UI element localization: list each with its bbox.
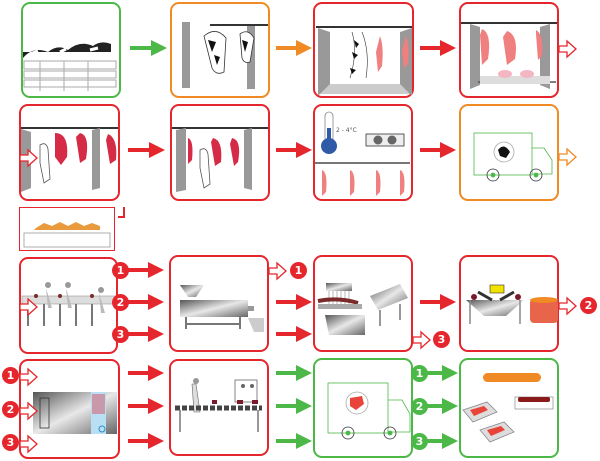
cows-in-pen-icon (23, 42, 117, 91)
step-carcass-splitting (19, 104, 120, 201)
worker-trimming-icon (172, 127, 268, 192)
hide-removal-icon (316, 26, 412, 95)
carcass-offal-icon (461, 22, 557, 89)
truck-cow-icon (473, 132, 553, 182)
badge-1: 1 (112, 262, 129, 279)
packaging-line-icon (175, 378, 262, 432)
meat-grinder-icon (180, 285, 264, 332)
hollow-arrows (19, 39, 577, 454)
badge-1: 1 (290, 262, 307, 279)
temperature-label: 2 - 4°C (336, 127, 357, 134)
packaged-meat-icon (462, 373, 554, 443)
hanging-cattle-icon (182, 22, 268, 89)
badge-1: 1 (2, 367, 19, 384)
badge-2: 2 (580, 297, 597, 314)
badge-2: 2 (112, 294, 129, 311)
truck-steak-icon (327, 382, 411, 440)
badge-2: 2 (2, 401, 19, 418)
badge-2: 2 (411, 398, 428, 415)
chiller-thermometer-icon: 2 - 4°C (315, 111, 410, 196)
deboning-line-icon (21, 282, 117, 326)
badge-1: 1 (411, 365, 428, 382)
tenderizer-tumbler-icon (317, 283, 408, 335)
continue-arrow-evisceration (558, 39, 577, 59)
offal-tray-icon (23, 222, 111, 248)
step-carcass-transport (459, 104, 559, 201)
cold-room-icon (33, 392, 117, 434)
badge-3: 3 (2, 434, 19, 451)
badge-3: 3 (433, 331, 450, 348)
step-tenderizing-tumbling (313, 255, 413, 352)
badge-3: 3 (411, 433, 428, 450)
mixer-kettle-icon (466, 284, 558, 324)
flow-arrows (128, 40, 458, 449)
badge-3: 3 (112, 326, 129, 343)
continue-arrow-transport (558, 147, 577, 167)
